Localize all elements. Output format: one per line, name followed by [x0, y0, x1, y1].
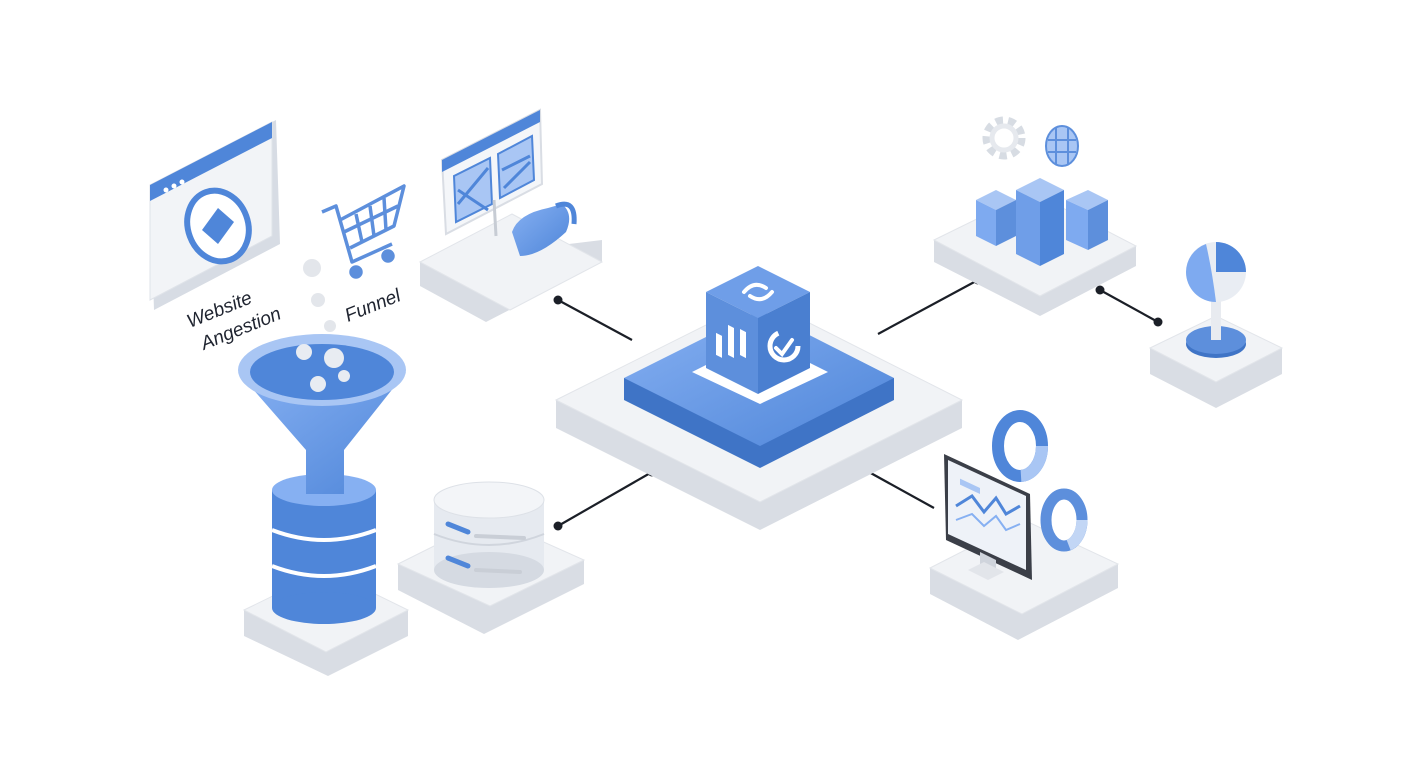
- connector-editor-to-hub: [558, 300, 632, 340]
- globe-icon: [1186, 242, 1246, 358]
- database-disk-icon: [434, 482, 544, 588]
- globe-node: [1150, 242, 1282, 408]
- browser-window-icon: [150, 120, 280, 310]
- data-particles: [303, 259, 336, 332]
- connector-dot: [1096, 286, 1105, 295]
- monitor-node: [930, 416, 1118, 640]
- connector-hub-to-blocks: [878, 280, 978, 334]
- connector-dot: [1154, 318, 1163, 327]
- gear-icon: [987, 121, 1021, 155]
- shopping-cart-icon: [322, 186, 404, 277]
- central-data-cube-icon: [706, 266, 810, 394]
- connector-dot: [554, 296, 563, 305]
- funnel-database-stack: [238, 334, 408, 676]
- image-editor-node: [420, 110, 602, 322]
- connector-dot: [554, 522, 563, 531]
- database-cylinder-icon: [272, 474, 376, 624]
- connector-blocks-to-globe: [1100, 290, 1158, 322]
- funnel-icon: [238, 334, 406, 494]
- mini-globe-icon: [1046, 126, 1078, 166]
- storage-node: [398, 482, 584, 634]
- funnel-label: Funnel: [342, 285, 404, 327]
- connector-database-to-hub: [558, 472, 652, 526]
